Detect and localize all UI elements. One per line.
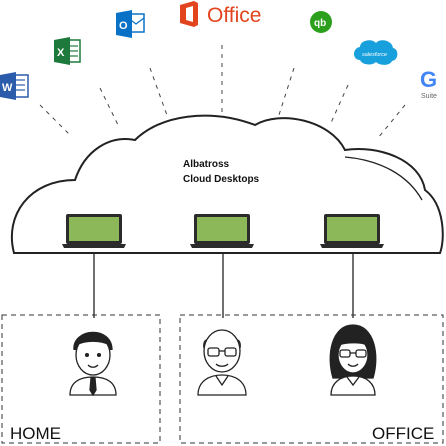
man-with-glasses-icon: [197, 329, 247, 396]
gsuite-letter: G: [420, 67, 437, 92]
gsuite-label: Suite: [421, 93, 437, 100]
connector-quickbooks: [277, 67, 295, 119]
word-icon: W: [0, 72, 29, 100]
office-label: Office: [207, 4, 261, 27]
man-with-tie-icon: [69, 331, 117, 397]
cloud-highlight: [344, 156, 423, 201]
laptop-icon: [62, 214, 126, 248]
laptop-icon: [320, 214, 384, 248]
home-zone: [1, 314, 161, 444]
connector-gsuite: [377, 104, 406, 139]
connector-salesforce: [329, 84, 349, 126]
gsuite-icon: G Suite: [420, 67, 437, 100]
excel-icon: X: [54, 37, 81, 65]
office-zone: [179, 314, 444, 444]
office-zone-label: OFFICE: [372, 424, 434, 443]
office-icon: Office: [180, 1, 261, 27]
cloud-title-line1: Albatross: [183, 159, 230, 170]
word-letter: W: [2, 82, 13, 94]
quickbooks-letter: qb: [314, 18, 326, 29]
user-connector-lines: [93, 253, 354, 318]
outlook-letter: O: [119, 20, 128, 32]
connector-outlook: [149, 67, 169, 119]
salesforce-icon: salesforce: [354, 40, 398, 65]
connector-excel: [99, 87, 119, 126]
laptop-icon: [190, 214, 254, 248]
connector-word: [39, 104, 71, 136]
home-zone-label: HOME: [10, 424, 61, 443]
woman-with-glasses-icon: [329, 324, 377, 396]
quickbooks-icon: qb: [310, 11, 332, 33]
cloud-title-line2: Cloud Desktops: [183, 174, 260, 185]
salesforce-label: salesforce: [362, 52, 387, 58]
excel-letter: X: [57, 47, 65, 59]
app-connector-lines: [39, 45, 406, 139]
outlook-icon: O: [116, 10, 145, 38]
